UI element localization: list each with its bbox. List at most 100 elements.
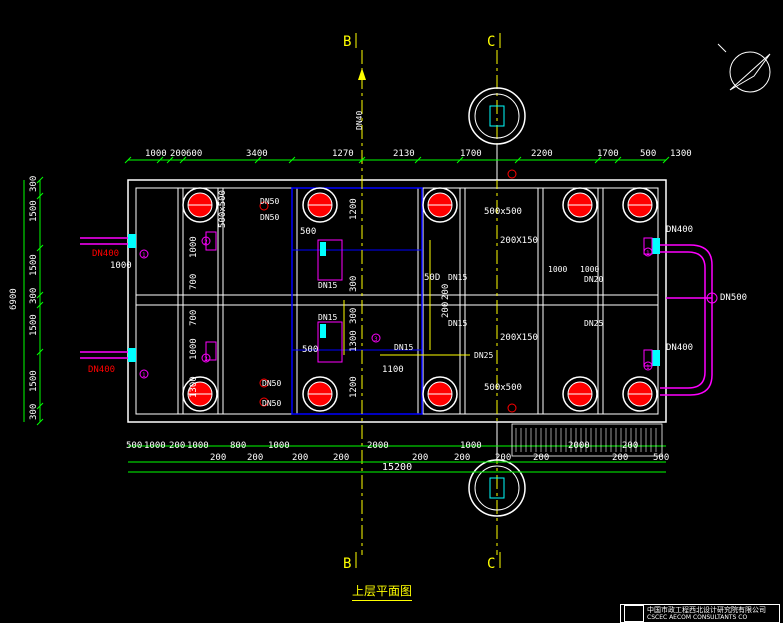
pipe-dn15-b: DN15 xyxy=(318,313,337,322)
dim-top-5: 1270 xyxy=(332,149,354,159)
dim-tick xyxy=(414,156,422,164)
inlet-flange-bottom xyxy=(128,348,136,362)
tank-circle xyxy=(302,187,338,223)
pipe-dn15-e: DN15 xyxy=(394,343,413,352)
dims-bottom-row2: 200 200 200 200 200 200 200 200 200 500 xyxy=(210,453,669,463)
dim-b2-1: 200 xyxy=(210,453,226,463)
pipe-dn25-a: DN25 xyxy=(474,351,493,360)
dim-b1-4: 1000 xyxy=(187,441,209,451)
tank-circle xyxy=(422,187,458,223)
dim-tick xyxy=(614,156,622,164)
valve-markers xyxy=(259,169,517,413)
dim-left-6: 1500 xyxy=(29,370,39,392)
dim-left-outer: 6900 xyxy=(9,288,19,310)
dim-1000-e: 1000 xyxy=(580,265,599,274)
dim-b2-8: 200 xyxy=(533,453,549,463)
dim-left-5: 1500 xyxy=(29,314,39,336)
dim-top-2: 200 xyxy=(170,149,186,159)
tank-circle xyxy=(562,376,598,412)
dim-tick xyxy=(36,301,44,309)
pipe-dn15-a: DN15 xyxy=(318,281,337,290)
dim-b1-8: 1000 xyxy=(460,441,482,451)
dim-top-9: 1700 xyxy=(597,149,619,159)
pipe-dn500: DN500 xyxy=(720,293,747,303)
dim-500-b: 500 xyxy=(302,345,318,355)
marker-3: 3 xyxy=(374,336,378,343)
drawing-title: 上层平面图 xyxy=(352,582,413,601)
dim-700-b: 700 xyxy=(189,310,199,326)
dim-tick xyxy=(36,402,44,410)
pipe-dn15-d: DN15 xyxy=(448,319,467,328)
dimension-lines xyxy=(23,159,666,473)
marker-2-a: 2 xyxy=(204,239,208,246)
dim-tick xyxy=(179,156,187,164)
dim-1000-a: 1000 xyxy=(189,236,199,258)
dim-tick xyxy=(514,156,522,164)
axis-lines xyxy=(343,50,498,555)
pipe-dn50-b: DN50 xyxy=(260,213,279,222)
dim-500x500-a: 500x500 xyxy=(218,190,228,228)
dim-b2-7: 200 xyxy=(495,453,511,463)
dim-1300-a: 1300 xyxy=(189,376,199,398)
inner-dims: 500x500 1000 700 700 1000 1300 1000 1200… xyxy=(110,190,599,398)
dims-left: 300 1500 1500 300 1500 1500 300 xyxy=(29,176,39,420)
pipe-labels: DN400 DN400 DN400 DN400 DN500 DN50 DN50 … xyxy=(88,111,747,408)
section-mark-b-bottom: B xyxy=(343,556,351,572)
pipe-dn25-b: DN25 xyxy=(584,319,603,328)
dim-b2-9: 200 xyxy=(612,453,628,463)
dim-tick xyxy=(124,156,132,164)
tank-circle xyxy=(562,187,598,223)
dim-tick xyxy=(36,418,44,426)
dim-500x500-c: 500x500 xyxy=(484,383,522,393)
dim-left-1: 300 xyxy=(29,176,39,192)
dim-left-2: 1500 xyxy=(29,200,39,222)
dim-200x150-b: 200X150 xyxy=(500,333,538,343)
dim-500x500-b: 500x500 xyxy=(484,207,522,217)
dim-b2-6: 200 xyxy=(454,453,470,463)
company-name: 中国市政工程西北设计研究院有限公司 xyxy=(647,605,766,614)
number-markers: 1 1 1 1 2 2 3 xyxy=(139,236,653,379)
dim-top-7: 1700 xyxy=(460,149,482,159)
dim-b2-3: 200 xyxy=(292,453,308,463)
tank-circle xyxy=(622,376,658,412)
tank-circle xyxy=(182,376,218,412)
dim-top-6: 2130 xyxy=(393,149,415,159)
dim-200-b: 200 xyxy=(441,302,451,318)
dim-tick xyxy=(254,156,262,164)
dim-200-a: 200 xyxy=(441,284,451,300)
dim-tick xyxy=(36,348,44,356)
dim-b1-2: 1000 xyxy=(144,441,166,451)
outlet-pipe-loop xyxy=(660,244,713,396)
pipe-dn400-right-top: DN400 xyxy=(666,225,693,235)
pipe-dn400-left-top: DN400 xyxy=(92,249,119,259)
dim-b1-6: 1000 xyxy=(268,441,290,451)
marker-1-d: 1 xyxy=(646,364,650,371)
dim-top-8: 2200 xyxy=(531,149,553,159)
control-room-frame xyxy=(291,187,423,415)
partitions xyxy=(177,188,604,414)
dim-300-a: 300 xyxy=(349,276,359,292)
stair-lines xyxy=(515,428,657,452)
dim-tick xyxy=(358,156,366,164)
dim-b1-7: 2000 xyxy=(367,441,389,451)
dim-b1-10: 200 xyxy=(622,441,638,451)
dim-1000-d: 1000 xyxy=(548,265,567,274)
dim-200x150-a: 200X150 xyxy=(500,236,538,246)
dim-1000-c: 1000 xyxy=(110,261,132,271)
outlet-flange-top xyxy=(652,238,660,254)
pipe-dn400-left-bottom: DN400 xyxy=(88,365,115,375)
dim-b2-4: 200 xyxy=(333,453,349,463)
marker-1-c: 1 xyxy=(646,250,650,257)
dim-b1-1: 500 xyxy=(126,441,142,451)
dim-1000-b: 1000 xyxy=(189,338,199,360)
pipe-dn20: DN20 xyxy=(584,275,603,284)
dim-top-10: 500 xyxy=(640,149,656,159)
dim-tick xyxy=(156,156,164,164)
dim-300-b: 300 xyxy=(349,308,359,324)
dim-tick xyxy=(166,156,174,164)
dn500-node xyxy=(706,292,718,304)
pipe-dn50-d: DN50 xyxy=(262,399,281,408)
dim-tick xyxy=(36,176,44,184)
dims-top: 1000 200 600 3400 1270 2130 1700 2200 17… xyxy=(145,149,692,159)
